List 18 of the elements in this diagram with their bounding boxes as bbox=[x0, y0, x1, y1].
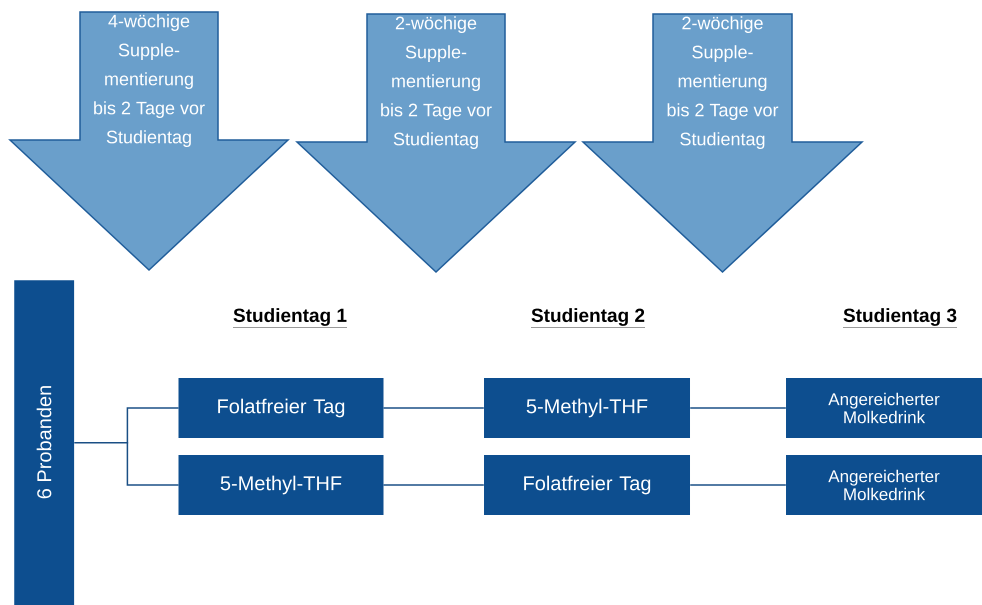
study-box: 5-Methyl-THF bbox=[178, 455, 384, 515]
study-box: 5-Methyl-THF bbox=[484, 378, 690, 438]
study-box: Folatfreier Tag bbox=[484, 455, 690, 515]
pointer-box: 2-wöchige Supple-mentierung bis 2 Tage vor Studientag bbox=[295, 13, 577, 274]
column-heading: Studientag 3 bbox=[842, 308, 958, 328]
column-heading: Studientag 1 bbox=[232, 308, 348, 328]
connector-line bbox=[74, 442, 178, 486]
pointer-box: 4-wöchige Supple-mentierung bis 2 Tage vor Studientag bbox=[8, 11, 290, 272]
connector-line bbox=[690, 484, 786, 486]
column-heading: Studientag 2 bbox=[530, 308, 646, 328]
connector-line bbox=[384, 407, 484, 409]
pointer-box: 2-wöchige Supple-mentierung bis 2 Tage vor Studientag bbox=[581, 13, 864, 274]
group-bar: 6 Probanden bbox=[14, 280, 74, 605]
connector-line bbox=[690, 407, 786, 409]
study-box: Folatfreier Tag bbox=[178, 378, 384, 438]
connector-line bbox=[384, 484, 484, 486]
study-box: Angereicherter Molkedrink bbox=[786, 455, 982, 515]
study-box: Angereicherter Molkedrink bbox=[786, 378, 982, 438]
